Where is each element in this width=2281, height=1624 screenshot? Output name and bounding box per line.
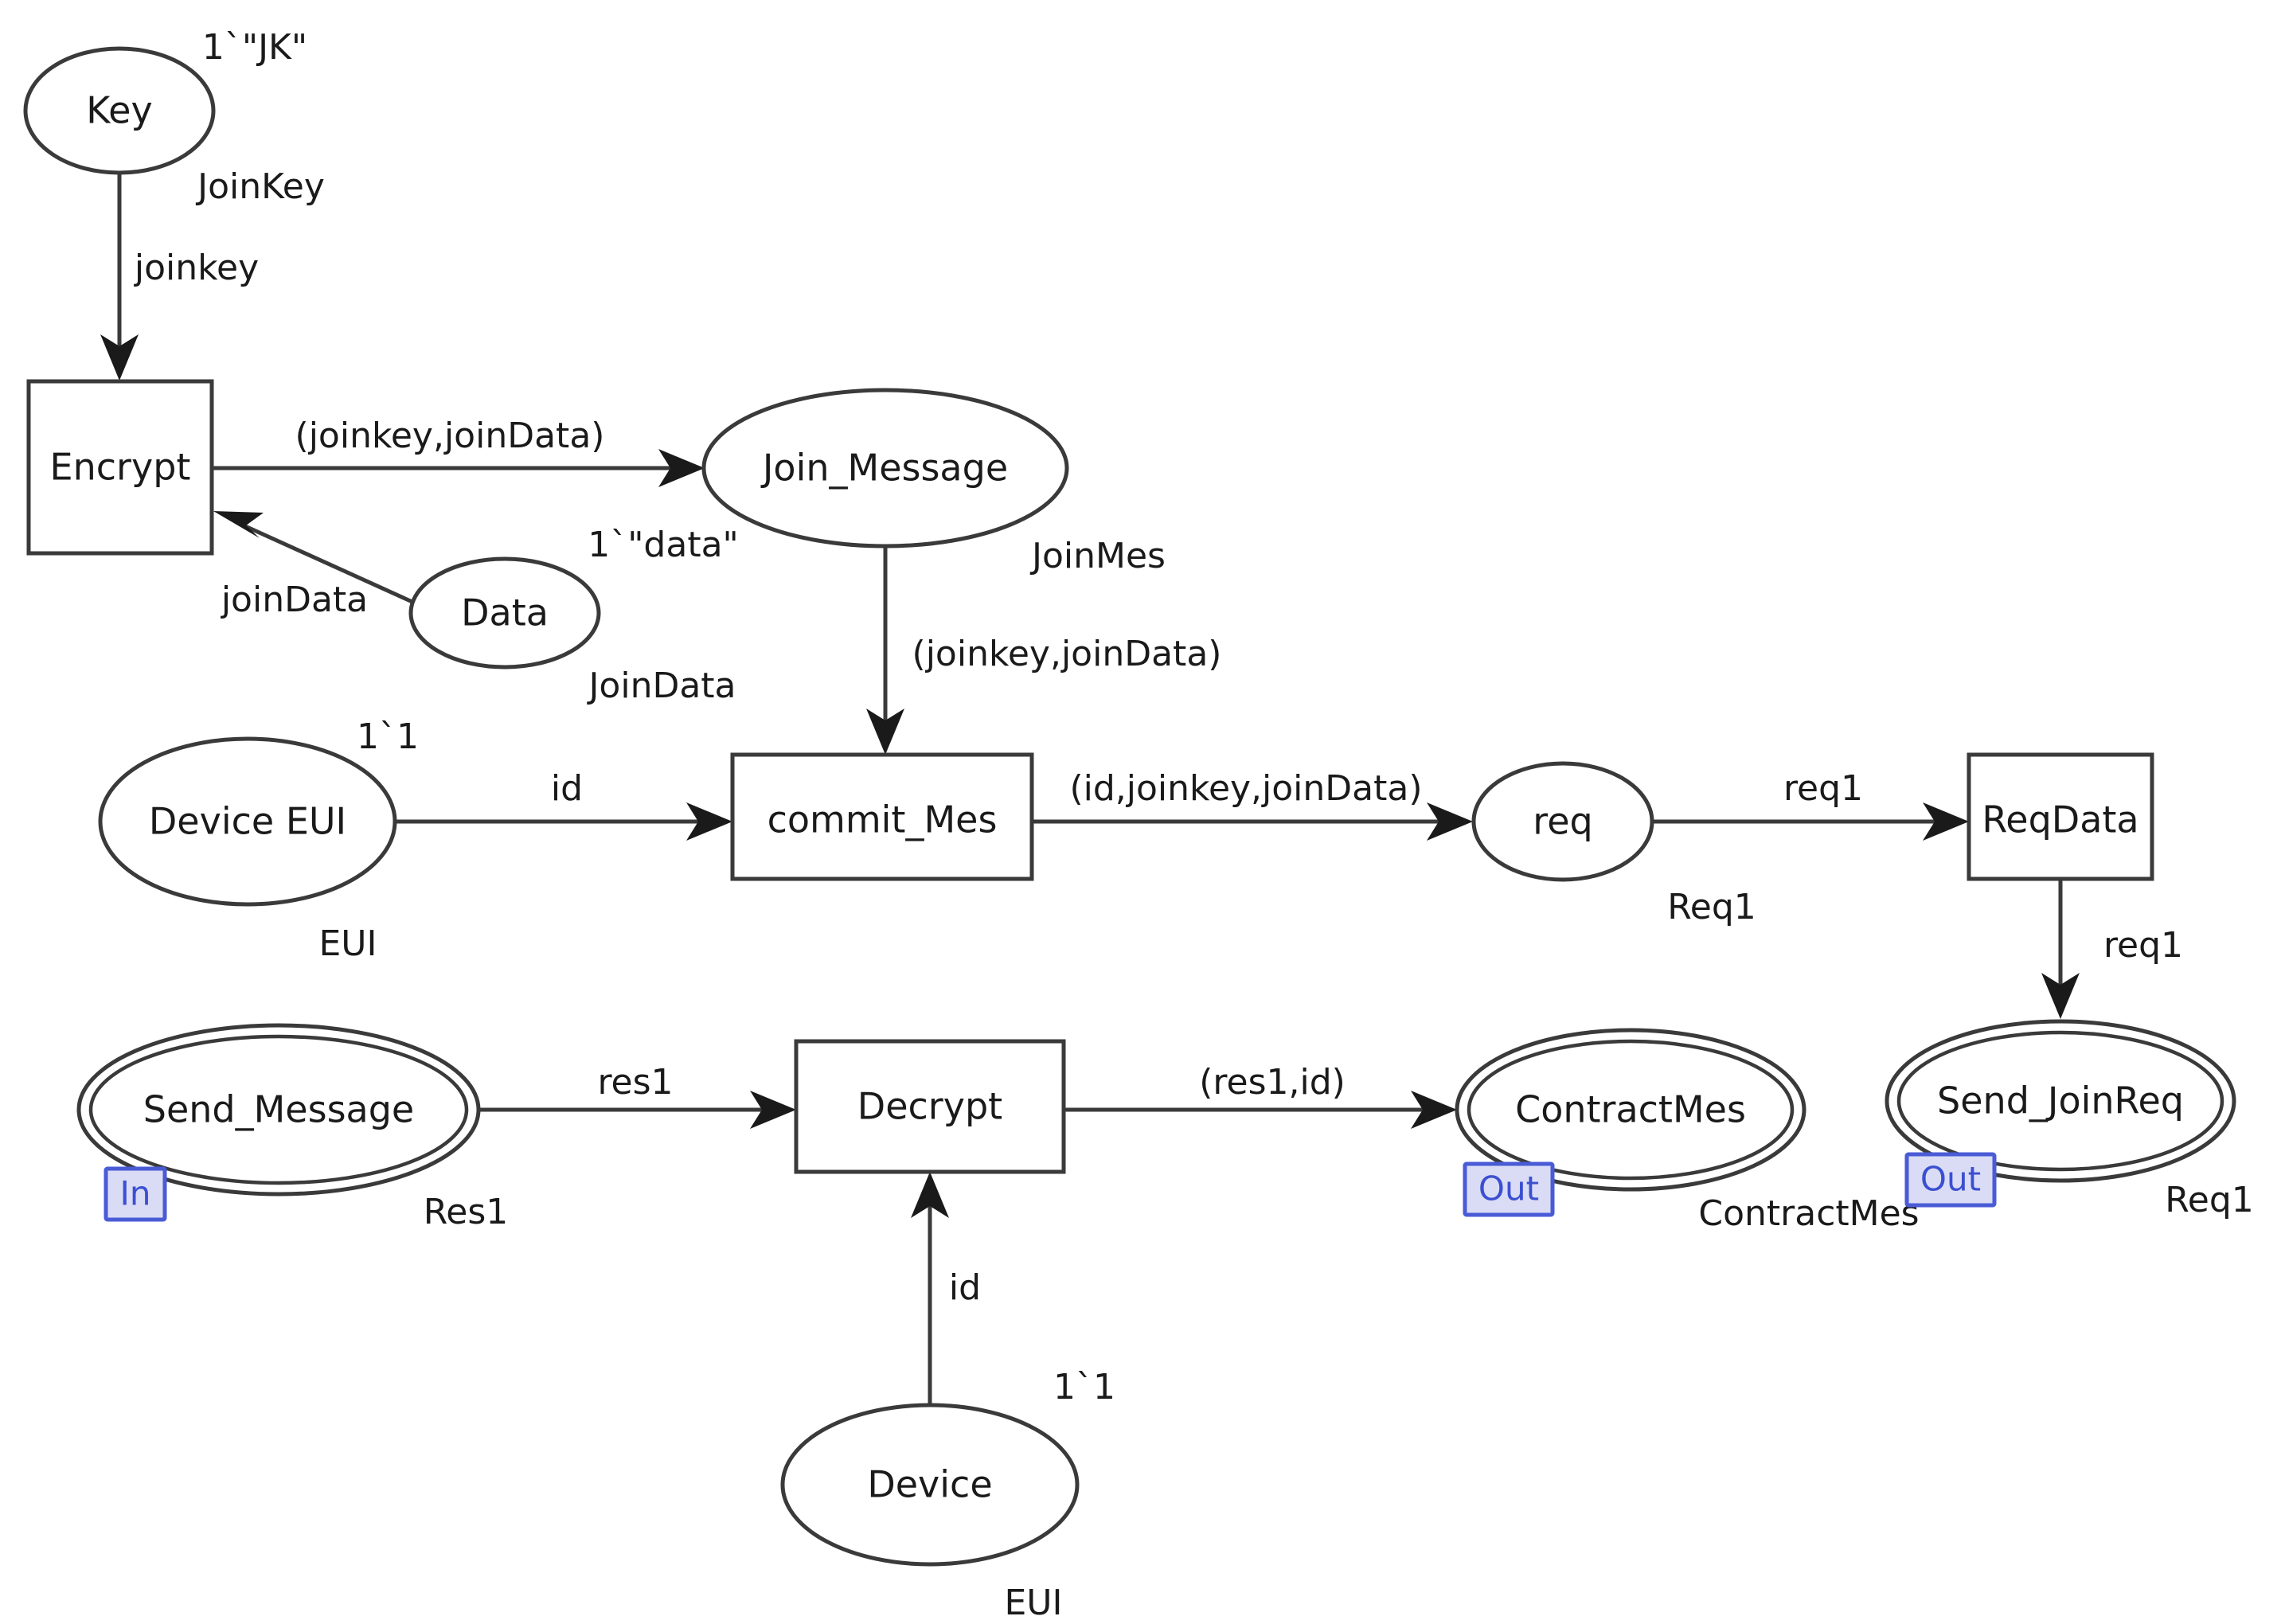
arc-label-joindata: joinData: [221, 580, 368, 620]
place-contract-mes-type: ContractMes: [1698, 1193, 1919, 1234]
arc-label-req1-2: req1: [2103, 925, 2183, 966]
place-join-message-label: Join_Message: [760, 447, 1008, 490]
place-send-joinreq[interactable]: Send_JoinReq: [1885, 1019, 2236, 1183]
port-tag-out-contract-label: Out: [1478, 1169, 1539, 1208]
arc-label-joinkey-joindata-2: (joinkey,joinData): [912, 634, 1222, 674]
place-key[interactable]: Key: [23, 46, 216, 175]
arc-decrypt-to-contractmes[interactable]: [1064, 1091, 1457, 1129]
transition-decrypt[interactable]: Decrypt: [794, 1039, 1066, 1174]
arc-deviceeui-to-commitmes[interactable]: [395, 802, 732, 841]
place-send-message-label: Send_Message: [143, 1088, 414, 1131]
place-data[interactable]: Data: [408, 556, 601, 670]
arc-label-id-1: id: [551, 768, 583, 809]
transition-encrypt[interactable]: Encrypt: [26, 379, 214, 556]
place-contract-mes-label: ContractMes: [1515, 1088, 1746, 1131]
transition-commit-mes-label: commit_Mes: [767, 798, 998, 841]
arc-commitmes-to-req[interactable]: [1032, 802, 1473, 841]
arc-label-joinkey-joindata-1: (joinkey,joinData): [295, 416, 605, 456]
arc-label-res1: res1: [597, 1062, 673, 1103]
place-req[interactable]: req: [1471, 761, 1654, 882]
place-send-joinreq-type: Req1: [2165, 1180, 2254, 1220]
port-tag-in-label: In: [119, 1174, 150, 1213]
arc-joinmessage-to-commitmes[interactable]: [866, 545, 904, 755]
arc-reqdata-to-sendjoinreq[interactable]: [2041, 879, 2080, 1019]
arc-encrypt-to-joinmessage[interactable]: [212, 449, 705, 487]
place-req-label: req: [1533, 800, 1592, 843]
arc-data-to-encrypt[interactable]: [213, 511, 416, 605]
place-send-message[interactable]: Send_Message: [76, 1023, 481, 1197]
arc-req-to-reqdata[interactable]: [1642, 802, 1969, 841]
place-device-label: Device: [867, 1463, 992, 1506]
transition-commit-mes[interactable]: commit_Mes: [730, 752, 1034, 881]
arc-label-joinkey: joinkey: [134, 248, 259, 288]
arc-label-req1-1: req1: [1783, 768, 1863, 809]
arc-sendmessage-to-decrypt[interactable]: [478, 1091, 796, 1129]
place-device-eui-type: EUI: [319, 923, 377, 964]
transition-encrypt-label: Encrypt: [50, 446, 191, 489]
port-tag-out-contract-mes[interactable]: Out: [1463, 1161, 1555, 1217]
place-device-initmark: 1`1: [1053, 1367, 1115, 1407]
arc-key-to-encrypt[interactable]: [100, 172, 139, 381]
place-join-message-type: JoinMes: [1029, 536, 1166, 576]
port-tag-out-send-joinreq[interactable]: Out: [1904, 1152, 1997, 1208]
place-send-joinreq-label: Send_JoinReq: [1937, 1079, 2184, 1122]
place-key-initmark: 1`"JK": [202, 27, 307, 68]
transition-decrypt-label: Decrypt: [857, 1085, 1002, 1128]
place-device-eui[interactable]: Device EUI: [98, 736, 397, 907]
arc-device-to-decrypt[interactable]: [911, 1172, 949, 1411]
place-data-label: Data: [461, 591, 549, 634]
place-data-initmark: 1`"data": [588, 525, 739, 565]
place-key-label: Key: [86, 89, 152, 132]
place-key-type: JoinKey: [195, 166, 325, 207]
place-device[interactable]: Device: [780, 1403, 1080, 1567]
place-req-type: Req1: [1667, 887, 1756, 927]
port-tag-in-send-message[interactable]: In: [104, 1166, 167, 1222]
place-device-type: EUI: [1005, 1583, 1063, 1623]
arc-label-id-2: id: [949, 1267, 981, 1308]
arc-label-id-joinkey-joindata: (id,joinkey,joinData): [1069, 768, 1422, 809]
transition-reqdata[interactable]: ReqData: [1967, 752, 2154, 881]
place-device-eui-label: Device EUI: [149, 800, 346, 843]
place-contract-mes[interactable]: ContractMes: [1455, 1028, 1806, 1192]
place-data-type: JoinData: [586, 666, 736, 706]
place-send-message-type: Res1: [424, 1192, 509, 1232]
place-join-message[interactable]: Join_Message: [701, 388, 1069, 548]
place-device-eui-initmark: 1`1: [357, 716, 419, 757]
port-tag-out-joinreq-label: Out: [1920, 1160, 1981, 1199]
arc-label-res1-id: (res1,id): [1199, 1062, 1346, 1103]
transition-reqdata-label: ReqData: [1982, 798, 2138, 841]
